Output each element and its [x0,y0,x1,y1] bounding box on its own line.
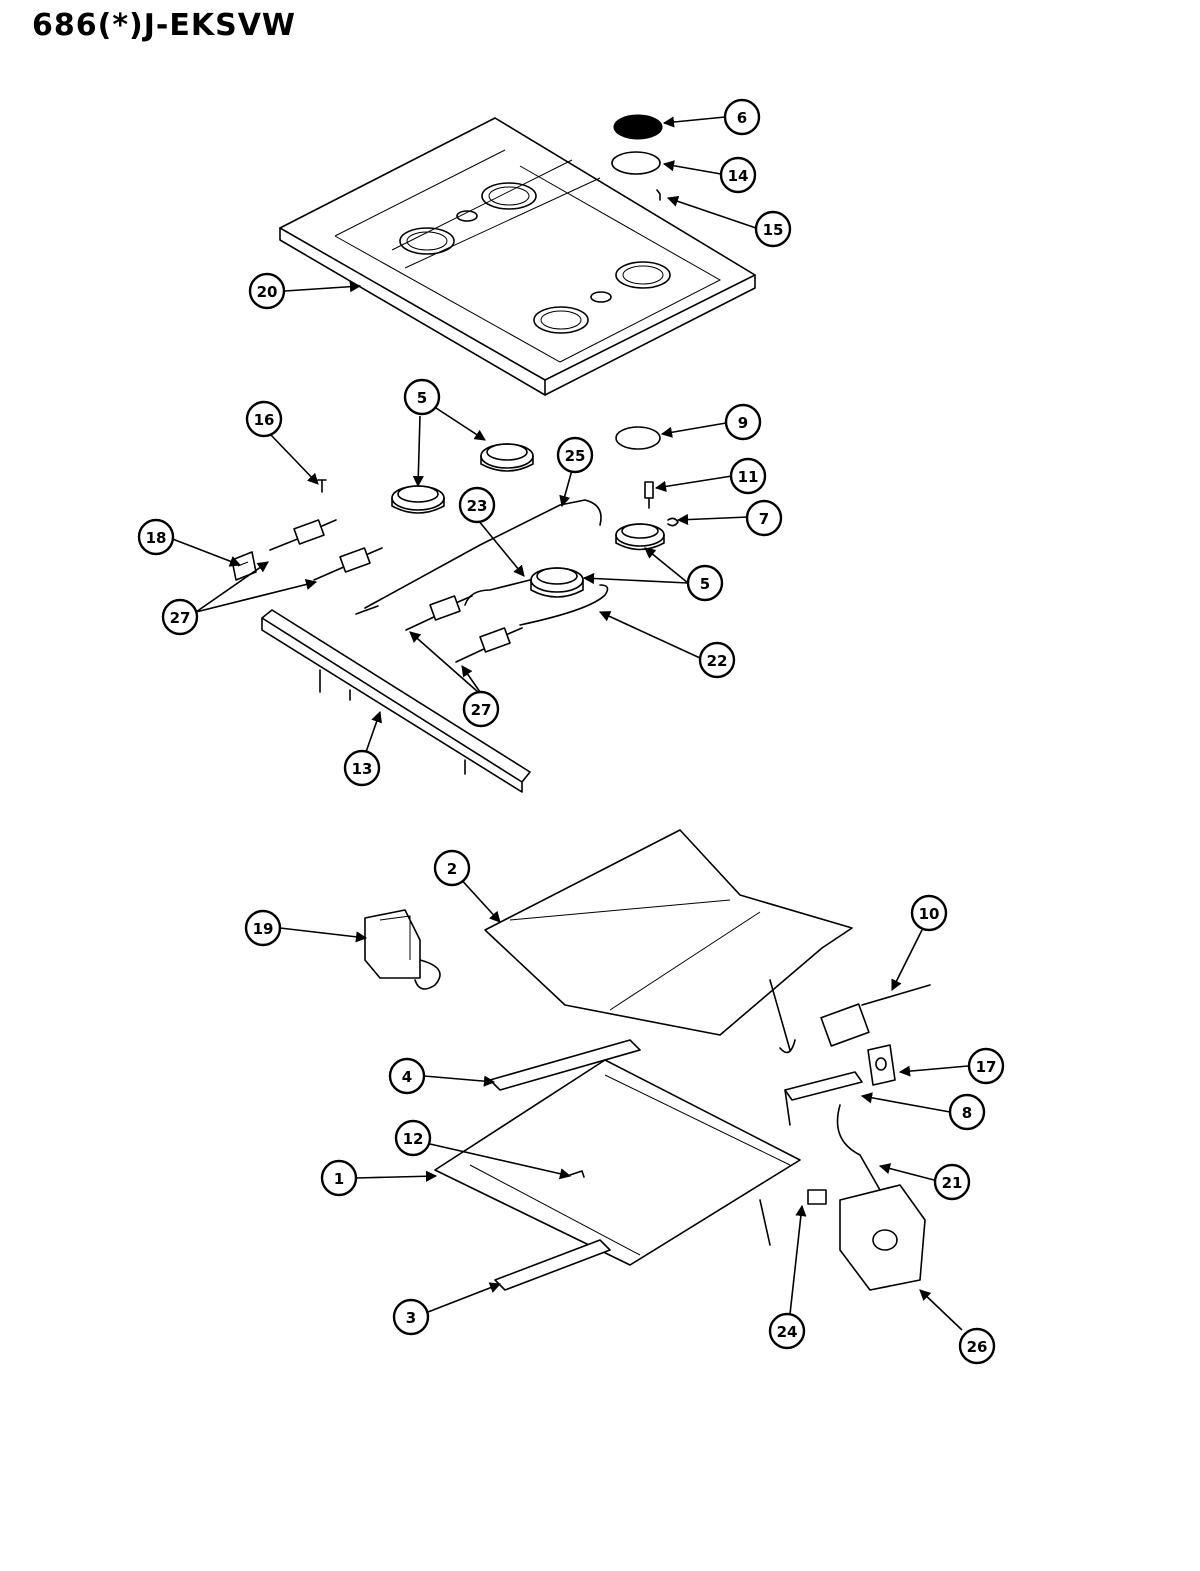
callout-6-label: 6 [737,109,747,127]
callout-15-label: 15 [763,221,784,239]
callout-6: 6 [723,98,761,136]
part-clip [667,517,679,527]
callout-1: 1 [320,1159,358,1197]
callout-8-label: 8 [962,1104,972,1122]
part-plate [867,1044,896,1086]
part-rail-3 [494,1239,611,1291]
part-fitting [807,1189,827,1205]
part-valve-2 [313,547,383,581]
callout-12: 12 [394,1119,432,1157]
callout-5-right-label: 5 [700,575,710,593]
callout-23: 23 [458,486,496,524]
callout-16: 16 [245,400,283,438]
callout-9: 9 [724,403,762,441]
part-tube-23 [464,579,531,606]
callout-5-right: 5 [686,564,724,602]
callout-17-label: 17 [976,1058,997,1076]
callout-3-label: 3 [406,1309,416,1327]
callout-7-label: 7 [759,510,769,528]
callout-8: 8 [948,1093,986,1131]
callout-22: 22 [698,641,736,679]
callout-3: 3 [392,1298,430,1336]
callout-27-bottom: 27 [462,690,500,728]
callout-2-label: 2 [447,860,457,878]
part-cooktop [279,117,756,396]
callout-14-label: 14 [728,167,749,185]
callout-20-label: 20 [257,283,278,301]
part-valve-4 [455,627,523,663]
callout-18: 18 [137,518,175,556]
callout-27-left-label: 27 [170,609,191,627]
part-orifice-bracket [784,1071,863,1126]
callout-21-label: 21 [942,1174,963,1192]
callout-11: 11 [729,457,767,495]
callout-18-label: 18 [146,529,167,547]
callout-4-label: 4 [402,1068,412,1086]
callout-21: 21 [933,1163,971,1201]
part-burner-rear [480,443,534,472]
part-screw-15 [656,189,661,201]
callout-27-left: 27 [161,598,199,636]
callout-9-label: 9 [738,414,748,432]
part-screw-12 [569,1170,585,1178]
callout-25-label: 25 [565,447,586,465]
part-lower-pan [434,1059,801,1266]
part-tube-22 [519,584,609,626]
callout-13: 13 [343,749,381,787]
part-burner-right [615,523,665,551]
callout-26: 26 [958,1327,996,1365]
part-ignitor [644,481,654,509]
part-relay [364,909,441,990]
callout-16-label: 16 [254,411,275,429]
part-regulator [839,1184,926,1291]
part-gasket [615,426,661,450]
part-shield-2 [484,829,853,1054]
callout-1-label: 1 [334,1170,344,1188]
leader-lines [169,116,969,1331]
callout-20: 20 [248,272,286,310]
part-burner-left [391,485,445,514]
callout-11-label: 11 [738,468,759,486]
part-tube-21 [836,1104,881,1191]
callout-2: 2 [433,849,471,887]
part-valve-5 [355,605,379,615]
callout-19: 19 [244,909,282,947]
part-ring [611,151,661,175]
part-manifold [261,609,531,793]
callout-5-top-label: 5 [417,389,427,407]
callout-4: 4 [388,1057,426,1095]
callout-25: 25 [556,436,594,474]
part-screw-16 [317,479,327,493]
page-title: 686(*)J-EKSVW [32,8,297,43]
callout-14: 14 [719,156,757,194]
callout-12-label: 12 [403,1130,424,1148]
part-burner-cap [613,114,663,140]
part-valve-3 [405,595,473,631]
callout-27-bottom-label: 27 [471,701,492,719]
callout-17: 17 [967,1047,1005,1085]
callout-10-label: 10 [919,905,940,923]
callout-7: 7 [745,499,783,537]
callout-22-label: 22 [707,652,728,670]
callout-26-label: 26 [967,1338,988,1356]
part-terminal-block [820,984,931,1047]
callout-15: 15 [754,210,792,248]
callout-23-label: 23 [467,497,488,515]
part-bracket [231,551,257,581]
part-rail [489,1039,641,1091]
callout-24: 24 [768,1312,806,1350]
part-valve-1 [269,519,337,551]
callout-24-label: 24 [777,1323,798,1341]
callout-5-top: 5 [403,378,441,416]
callout-19-label: 19 [253,920,274,938]
callout-10: 10 [910,894,948,932]
callout-13-label: 13 [352,760,373,778]
part-burner-front [530,567,584,598]
